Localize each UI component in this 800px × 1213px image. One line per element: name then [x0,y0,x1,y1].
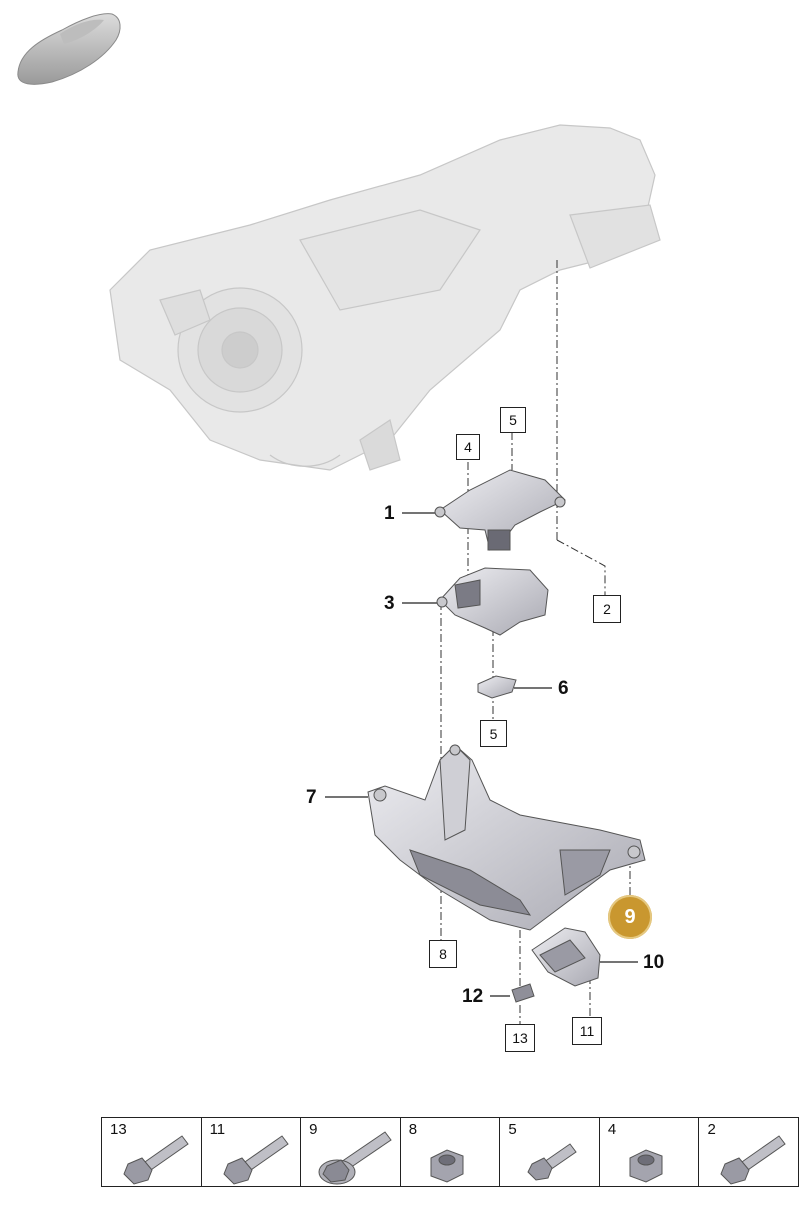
long-bolt-icon [720,1135,787,1185]
fastener-cell[interactable]: 8 [401,1118,501,1186]
fastener-cell[interactable]: 9 [301,1118,401,1186]
callout-box-5-bottom: 5 [480,720,507,747]
callout-7: 7 [306,787,317,808]
flanged-bolt-icon [318,1131,392,1185]
fastener-number: 8 [408,1121,418,1138]
fastener-table: 13 11 9 8 5 4 2 [101,1117,799,1187]
part-clip [511,983,535,1003]
callout-box-11: 11 [572,1017,602,1045]
callout-box-4: 4 [456,434,480,460]
fastener-cell[interactable]: 13 [102,1118,202,1186]
hex-nut-icon [629,1149,663,1183]
part-upper-bracket [434,469,566,551]
callout-10: 10 [643,952,665,973]
fastener-cell[interactable]: 5 [500,1118,600,1186]
fastener-cell[interactable]: 4 [600,1118,700,1186]
part-mount [436,567,549,636]
long-bolt-icon [123,1135,189,1185]
part-plate [477,675,517,699]
callout-1: 1 [384,503,395,524]
part-side-bracket [531,927,601,987]
callout-3: 3 [384,593,395,614]
callout-box-2: 2 [593,595,621,623]
fastener-cell[interactable]: 2 [699,1118,798,1186]
fastener-number: 9 [309,1121,318,1138]
callout-box-13: 13 [505,1024,535,1052]
fastener-cell[interactable]: 11 [202,1118,302,1186]
hex-nut-icon [430,1149,464,1183]
part-crossmember [367,744,646,931]
callout-box-8: 8 [429,940,457,968]
short-bolt-icon [527,1143,578,1181]
long-bolt-icon [222,1135,289,1185]
leader-lines [325,512,638,997]
fastener-number: 5 [508,1121,517,1138]
transmission-ghost [109,124,661,471]
fastener-number: 2 [707,1121,716,1138]
fastener-number: 13 [110,1121,127,1138]
callout-9-highlighted[interactable]: 9 [608,895,652,939]
car-icon [17,13,121,85]
fastener-number: 11 [209,1121,226,1138]
callout-6: 6 [558,678,569,699]
callout-box-5-top: 5 [500,407,526,433]
fastener-number: 4 [607,1121,617,1138]
callout-12: 12 [462,986,484,1007]
